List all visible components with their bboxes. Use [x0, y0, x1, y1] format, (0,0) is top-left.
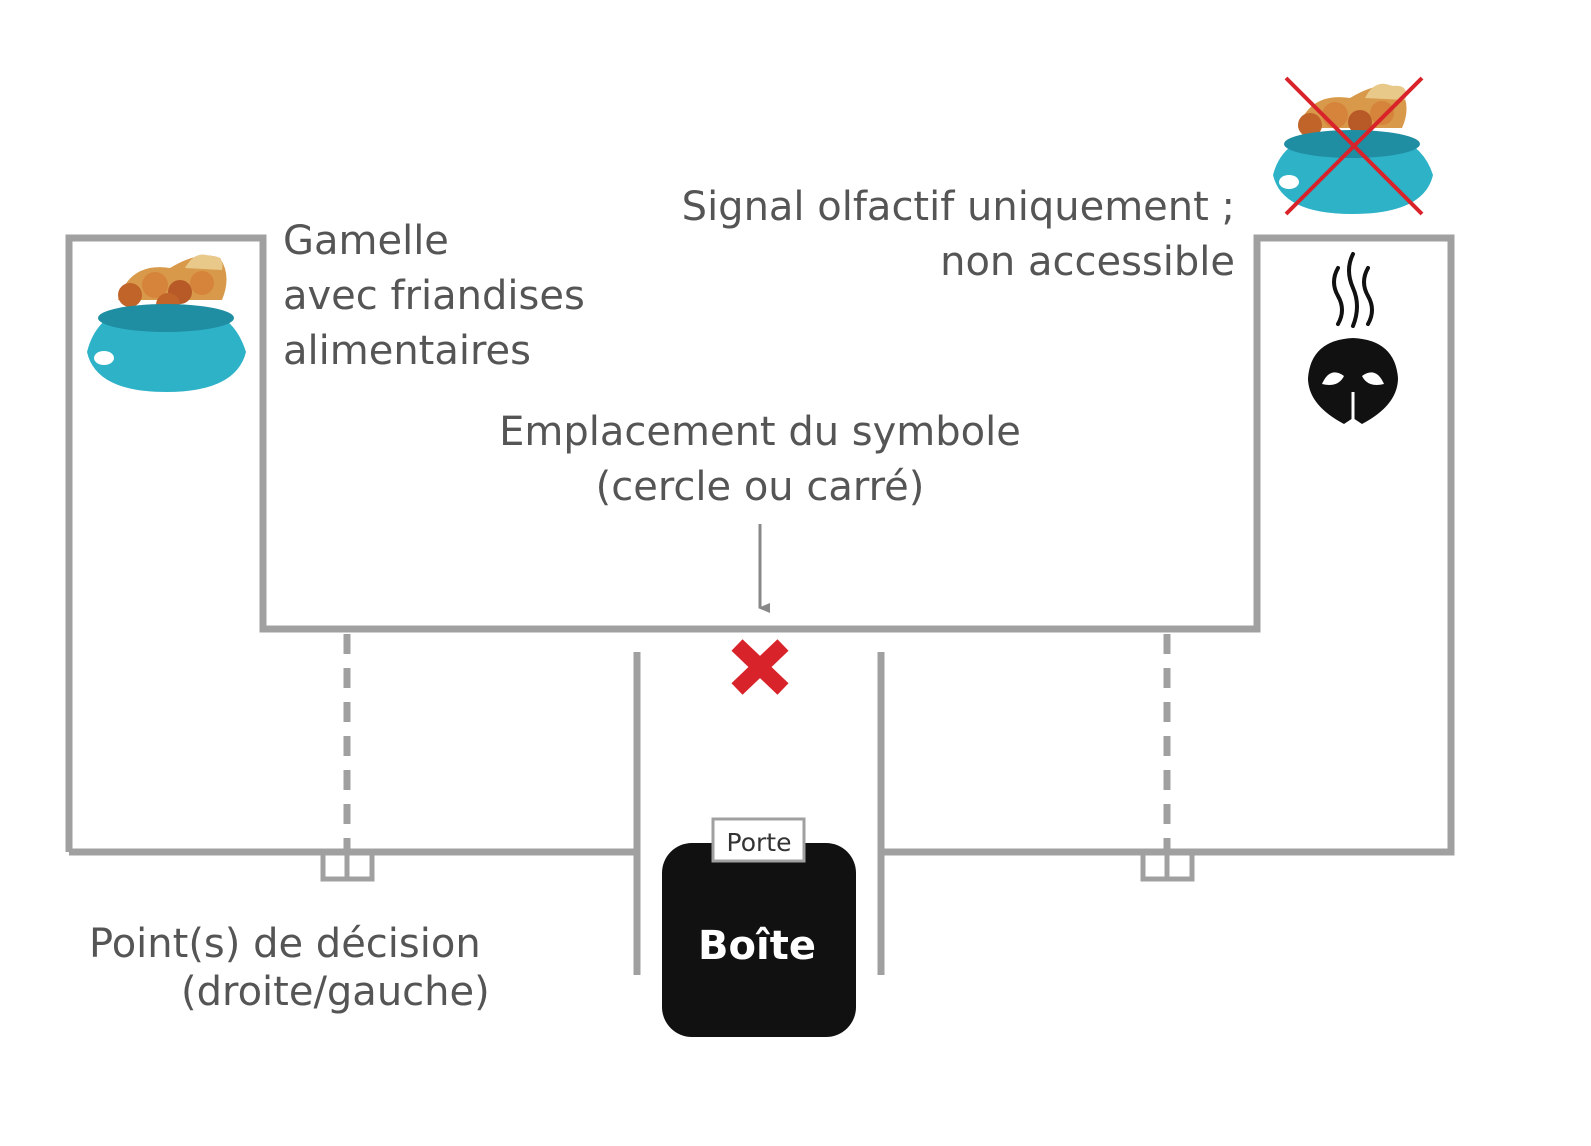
smell-waves-icon — [1332, 252, 1374, 328]
door-label: Porte — [727, 828, 792, 857]
start-box — [662, 843, 856, 1037]
bowl-food-line-3: alimentaires — [283, 328, 531, 374]
food-bowl-icon — [87, 254, 246, 392]
decision-points-line-2: (droite/gauche) — [181, 969, 490, 1015]
decision-lines — [343, 634, 1171, 852]
symbol-location-label: Emplacement du symbole (cercle ou carré) — [460, 405, 1060, 515]
crossed-food-bowl-icon — [1273, 76, 1433, 216]
olfactory-line-1: Signal olfactif uniquement ; — [681, 184, 1235, 230]
decision-marker-left — [320, 855, 375, 882]
decision-points-line-1: Point(s) de décision — [89, 921, 481, 967]
symbol-location-line-2: (cercle ou carré) — [595, 464, 925, 510]
bowl-food-line-2: avec friandises — [283, 273, 585, 319]
decision-points-label: Point(s) de décision (droite/gauche) — [89, 920, 490, 1016]
olfactory-label: Signal olfactif uniquement ; non accessi… — [682, 180, 1235, 290]
box-label: Boîte — [698, 923, 816, 969]
olfactory-line-2: non accessible — [940, 239, 1235, 285]
dog-nose-icon — [1308, 338, 1398, 424]
outer-wall-left — [65, 234, 1455, 856]
decision-marker-right — [1140, 855, 1195, 882]
bowl-food-label: Gamelle avec friandises alimentaires — [283, 214, 585, 379]
decision-markers — [320, 855, 1195, 882]
symbol-location-line-1: Emplacement du symbole — [499, 409, 1021, 455]
door-label-box — [711, 817, 806, 863]
maze-walls — [65, 234, 1455, 975]
bowl-food-line-1: Gamelle — [283, 218, 449, 264]
red-x-icon — [731, 639, 789, 695]
